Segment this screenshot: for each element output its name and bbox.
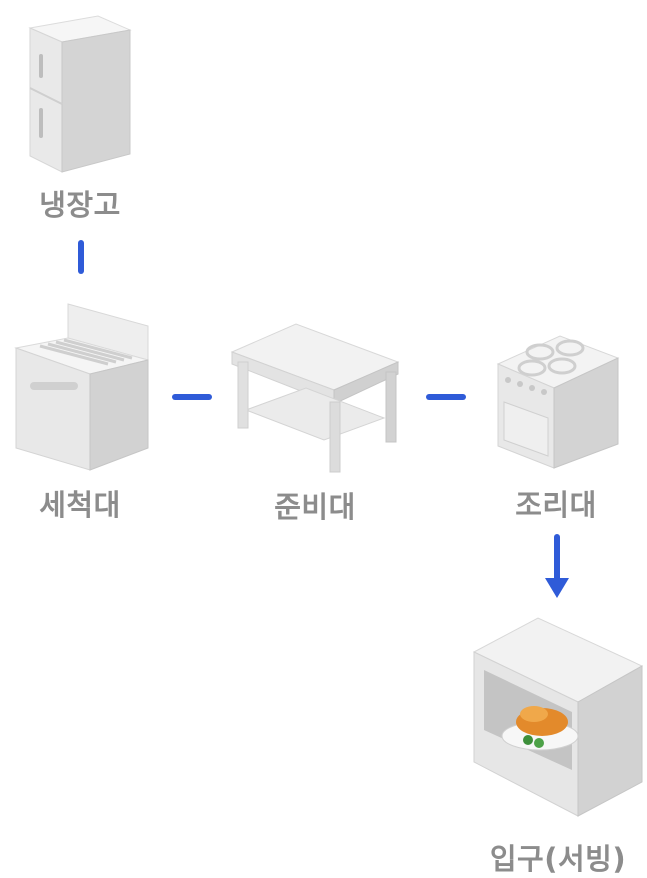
serving-window-icon: [472, 617, 644, 817]
node-label-stove: 조리대: [515, 488, 597, 522]
connector-sink-to-prep: [172, 394, 212, 400]
stove-icon: [496, 335, 620, 469]
node-label-serving: 입구(서빙): [489, 842, 627, 876]
node-label-fridge: 냉장고: [39, 188, 121, 222]
node-sink: [10, 298, 155, 473]
connector-stove-to-serving: [554, 534, 560, 586]
sink-icon: [14, 303, 149, 471]
node-stove: [492, 330, 622, 472]
node-label-sink: 세척대: [39, 488, 121, 522]
connector-prep-to-stove: [426, 394, 466, 400]
arrow-head-icon: [545, 578, 569, 598]
node-prep: [226, 318, 404, 476]
node-serving: [468, 612, 646, 820]
connector-fridge-to-sink: [78, 240, 84, 274]
node-label-prep: 준비대: [274, 490, 356, 524]
prep-table-icon: [230, 323, 400, 473]
refrigerator-icon: [28, 15, 132, 173]
node-fridge: [18, 6, 138, 176]
